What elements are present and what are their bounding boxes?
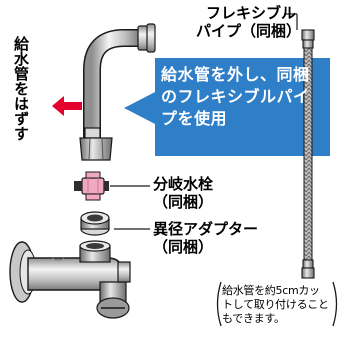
cut-note: 給水管を約5cmカットして取り付けることもできます。 xyxy=(222,284,329,325)
water-supply-pipe xyxy=(79,23,156,161)
adapter-label: 異径アダプター （同梱） xyxy=(153,220,258,256)
flexible-pipe-label-line2: パイプ（同梱） xyxy=(196,22,302,40)
callout-text: 給水管を外し、同梱のフレキシブルパイプを使用 xyxy=(161,65,310,128)
flexible-pipe xyxy=(284,13,315,279)
reducing-adapter xyxy=(80,211,150,236)
flexible-pipe-label-line1: フレキシブル xyxy=(205,4,296,22)
adapter-label-line1: 異径アダプター xyxy=(153,220,259,238)
callout-bubble xyxy=(124,58,330,156)
branch-faucet xyxy=(74,171,150,201)
branch-faucet-label: 分岐水栓 （同梱） xyxy=(153,175,213,211)
note-brackets xyxy=(216,281,338,327)
branch-faucet-label-line2: （同梱） xyxy=(153,193,214,211)
remove-pipe-text: 給水管をはずす xyxy=(12,36,30,141)
stop-valve xyxy=(9,240,131,319)
branch-faucet-label-line1: 分岐水栓 xyxy=(153,175,214,193)
flexible-pipe-label: フレキシブル パイプ（同梱） xyxy=(196,4,302,40)
remove-arrow xyxy=(52,96,82,116)
adapter-label-line2: （同梱） xyxy=(153,238,214,256)
